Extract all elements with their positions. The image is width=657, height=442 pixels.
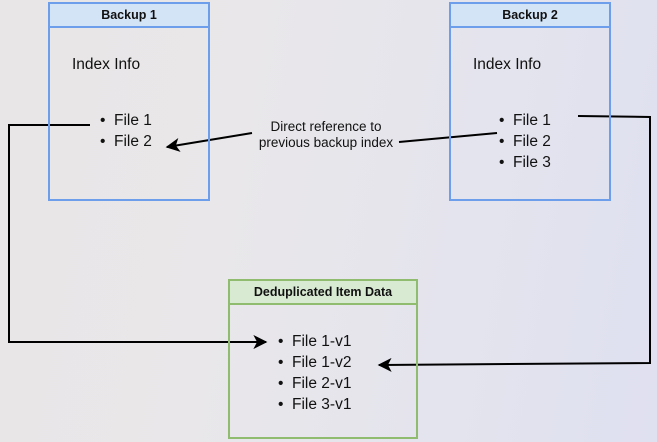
annotation-line-2: previous backup index <box>258 135 394 150</box>
node-backup-1-header: Backup 1 <box>50 4 208 28</box>
backup-1-index-info-label: Index Info <box>72 56 141 73</box>
annotation-direct-reference: Direct reference to previous backup inde… <box>246 119 406 151</box>
backup-2-index-info-label: Index Info <box>473 56 542 73</box>
list-item: File 3 <box>499 152 551 173</box>
dedup-file-list: File 1-v1 File 1-v2 File 2-v1 File 3-v1 <box>278 331 351 415</box>
list-item: File 2-v1 <box>278 373 351 394</box>
list-item: File 1-v2 <box>278 352 351 373</box>
list-item: File 1 <box>100 110 152 131</box>
backup-2-file-list: File 1 File 2 File 3 <box>499 110 551 173</box>
node-dedup-header: Deduplicated Item Data <box>230 281 416 305</box>
node-deduplicated-item-data[interactable]: Deduplicated Item Data File 1-v1 File 1-… <box>228 279 418 439</box>
node-backup-2-body: Index Info File 1 File 2 File 3 <box>451 28 609 199</box>
node-backup-2-header: Backup 2 <box>451 4 609 28</box>
node-backup-1[interactable]: Backup 1 Index Info File 1 File 2 <box>48 2 210 201</box>
list-item: File 3-v1 <box>278 394 351 415</box>
backup-1-file-list: File 1 File 2 <box>100 110 152 152</box>
node-dedup-body: File 1-v1 File 1-v2 File 2-v1 File 3-v1 <box>230 305 416 437</box>
list-item: File 2 <box>499 131 551 152</box>
list-item: File 2 <box>100 131 152 152</box>
annotation-line-1: Direct reference to <box>270 119 382 134</box>
list-item: File 1-v1 <box>278 331 351 352</box>
node-backup-1-body: Index Info File 1 File 2 <box>50 28 208 199</box>
list-item: File 1 <box>499 110 551 131</box>
node-backup-2[interactable]: Backup 2 Index Info File 1 File 2 File 3 <box>449 2 611 201</box>
